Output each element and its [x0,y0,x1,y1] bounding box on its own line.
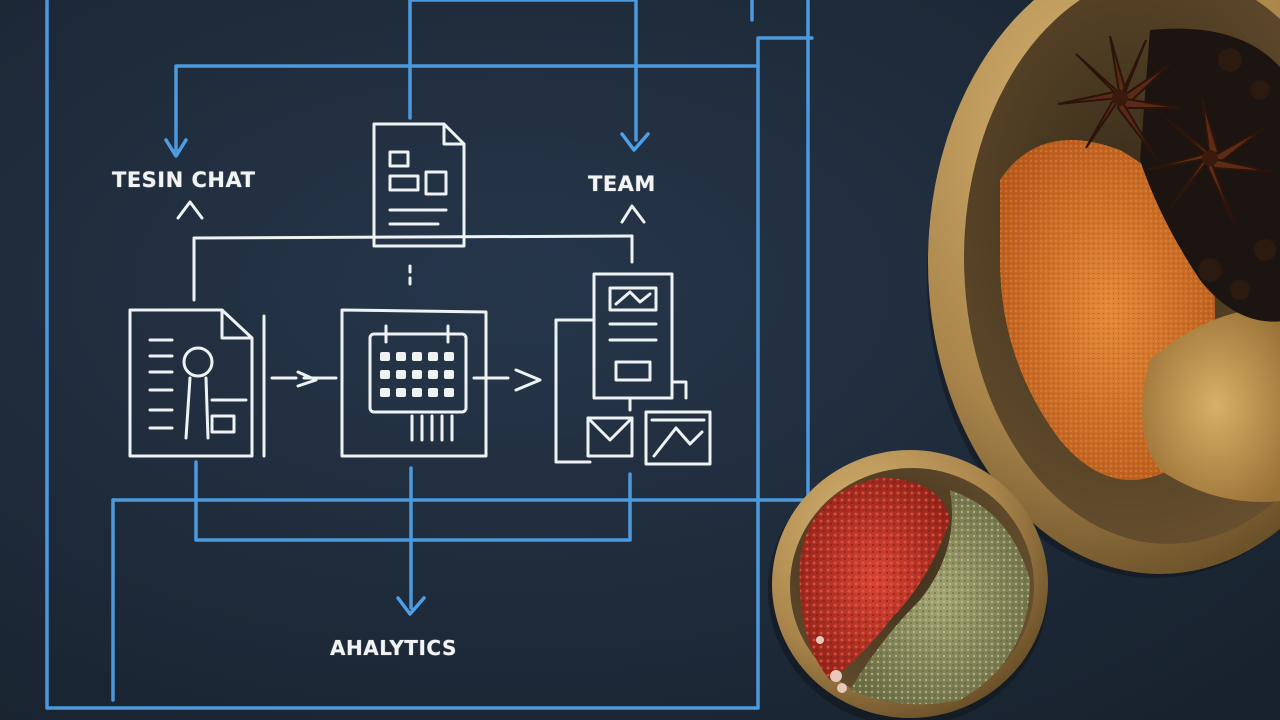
star-anise [1057,35,1181,159]
calendar-icon [340,308,488,458]
large-spice-bowl [927,0,1280,578]
user-profile-document-icon [128,308,266,458]
image-document-icon [554,272,688,464]
label-analytics: AHALYTICS [330,636,457,660]
label-chat: TESIN CHAT [112,168,256,192]
document-icon [372,122,466,248]
label-team: TEAM [588,172,656,196]
blue-connector-lines [45,0,814,710]
white-connector-lines [176,200,646,392]
small-spice-bowl [768,450,1048,720]
blue-arrowheads [164,132,650,616]
photo-icon [628,396,712,466]
mail-icon [586,416,634,458]
